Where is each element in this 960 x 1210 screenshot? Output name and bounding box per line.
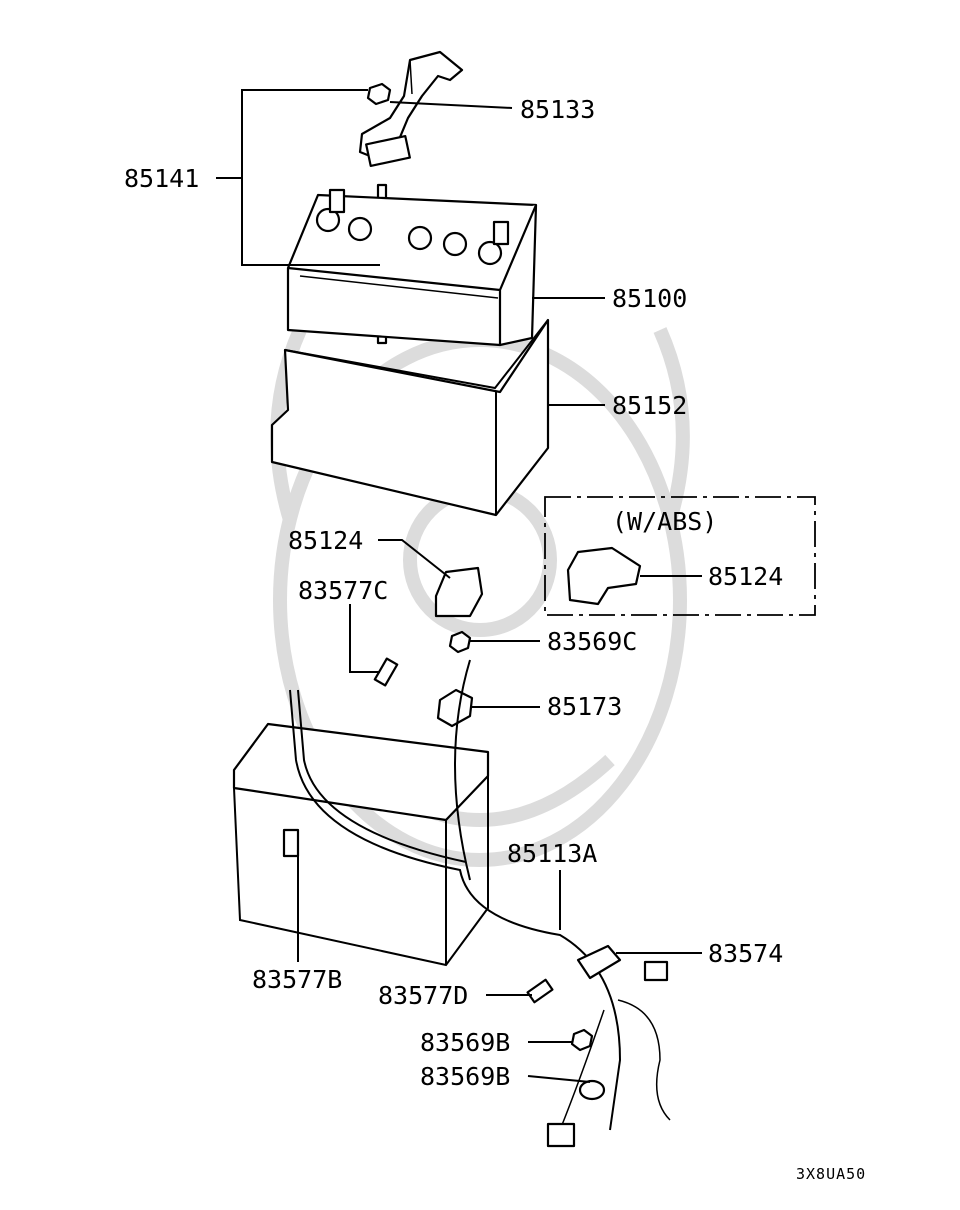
label-85113a: 85113A — [507, 839, 597, 868]
bolt-83577b — [282, 828, 300, 858]
label-83577c: 83577C — [298, 576, 388, 605]
nut-83569b-2 — [578, 1079, 606, 1101]
battery-tray-85152 — [270, 318, 550, 517]
label-85124-abs: 85124 — [708, 562, 783, 591]
label-abs-title: (W/ABS) — [612, 507, 717, 536]
terminal-cover-85124-abs — [566, 546, 642, 606]
label-85141: 85141 — [124, 164, 199, 193]
label-83569b-2: 83569B — [420, 1062, 510, 1091]
label-83574: 83574 — [708, 939, 783, 968]
terminal-cover-85124 — [434, 566, 484, 618]
label-83577d: 83577D — [378, 981, 468, 1010]
battery-clamp-85133 — [358, 50, 464, 168]
drawing-code: 3X8UA50 — [796, 1165, 866, 1183]
abs-variant-box — [544, 496, 816, 616]
terminal-85173 — [436, 688, 474, 728]
battery-lower-outline — [232, 722, 490, 967]
bolt-83577d — [526, 978, 554, 1004]
label-85152: 85152 — [612, 391, 687, 420]
label-83569c: 83569C — [547, 627, 637, 656]
label-85124: 85124 — [288, 526, 363, 555]
bolt-83577c — [373, 657, 399, 687]
label-85173: 85173 — [547, 692, 622, 721]
label-83577b: 83577B — [252, 965, 342, 994]
label-85100: 85100 — [612, 284, 687, 313]
leader-lines — [216, 89, 702, 1083]
nut-83569b-1 — [570, 1028, 594, 1052]
nut-83569c — [448, 630, 472, 654]
wiring-harness-85113a — [289, 659, 671, 1148]
label-85133: 85133 — [520, 95, 595, 124]
nut-85141 — [366, 82, 392, 106]
label-83569b-1: 83569B — [420, 1028, 510, 1057]
clamp-83574 — [576, 944, 622, 980]
battery-85100 — [286, 188, 538, 347]
